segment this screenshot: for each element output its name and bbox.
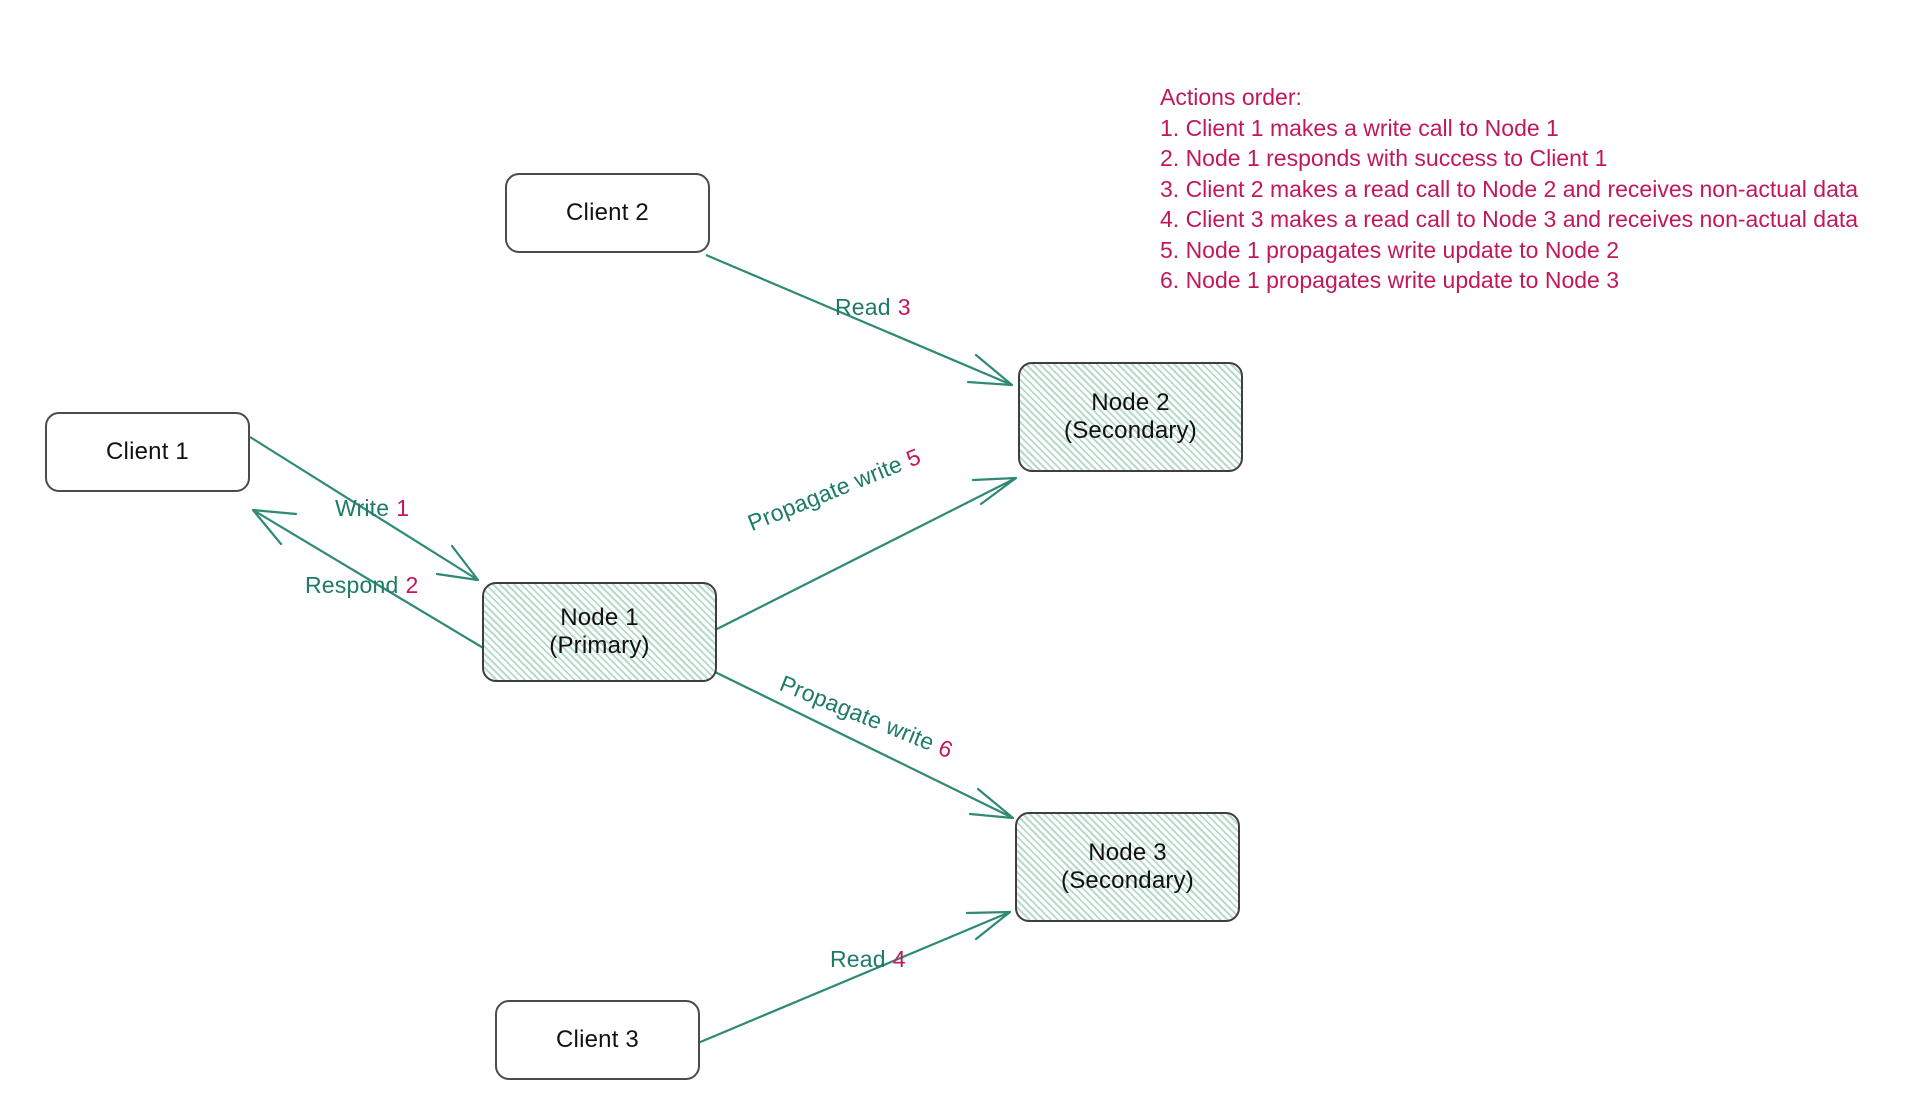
edge-label-read-3-number: 3 (897, 294, 911, 320)
edge-label-write-1-text: Write (335, 495, 390, 521)
edge-read-4 (697, 910, 1012, 1045)
edge-read-3 (705, 253, 1014, 387)
node-secondary-3-label: Node 3 (Secondary) (1061, 838, 1194, 894)
legend-item-3: 3. Client 2 makes a read call to Node 2 … (1160, 175, 1859, 202)
node-client-3[interactable]: Client 3 (495, 1000, 700, 1080)
node-client-2[interactable]: Client 2 (505, 173, 710, 253)
node-client-1-label: Client 1 (106, 437, 189, 465)
legend-item-5: 5. Node 1 propagates write update to Nod… (1160, 236, 1620, 263)
node-client-2-label: Client 2 (566, 198, 649, 226)
edge-label-respond-2-text: Respond (305, 572, 399, 598)
node-primary-1[interactable]: Node 1 (Primary) (482, 582, 717, 682)
node-client-3-label: Client 3 (556, 1025, 639, 1053)
edge-label-respond-2-number: 2 (405, 572, 419, 598)
edge-propagate-write-6 (714, 671, 1015, 820)
legend-title: Actions order: (1160, 84, 1302, 110)
node-secondary-2-label: Node 2 (Secondary) (1064, 388, 1197, 444)
edge-label-read-3-text: Read (835, 294, 891, 320)
legend-item-4: 4. Client 3 makes a read call to Node 3 … (1160, 206, 1859, 232)
node-secondary-2[interactable]: Node 2 (Secondary) (1018, 362, 1243, 472)
edge-label-read-4-text: Read (830, 946, 886, 972)
edge-respond-2 (251, 508, 491, 653)
edge-label-read-4-number: 4 (892, 946, 906, 972)
edge-write-1 (249, 436, 480, 582)
legend-item-6: 6. Node 1 propagates write update to Nod… (1160, 267, 1620, 293)
legend-item-2: 2. Node 1 responds with success to Clien… (1160, 145, 1608, 171)
edge-label-write-1-number: 1 (396, 495, 410, 521)
node-client-1[interactable]: Client 1 (45, 412, 250, 492)
actions-order-legend: Actions order: 1. Client 1 makes a write… (1160, 82, 1858, 296)
edge-propagate-write-5 (714, 476, 1018, 631)
legend-item-1: 1. Client 1 makes a write call to Node 1 (1160, 114, 1559, 141)
node-primary-1-label: Node 1 (Primary) (549, 603, 650, 659)
node-secondary-3[interactable]: Node 3 (Secondary) (1015, 812, 1240, 922)
